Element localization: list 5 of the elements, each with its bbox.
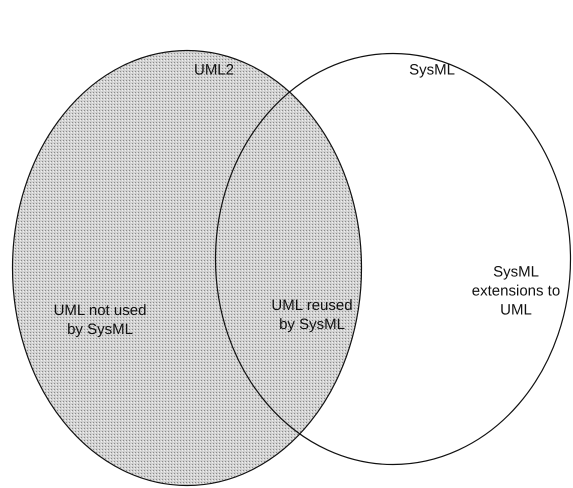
region-label: UML not used by SysML — [52, 301, 148, 339]
region-label: SysML extensions to UML — [470, 262, 562, 320]
region-label: UML reused by SysML — [270, 296, 354, 334]
set-title: UML2 — [192, 60, 235, 80]
set-title: SysML — [408, 60, 456, 80]
